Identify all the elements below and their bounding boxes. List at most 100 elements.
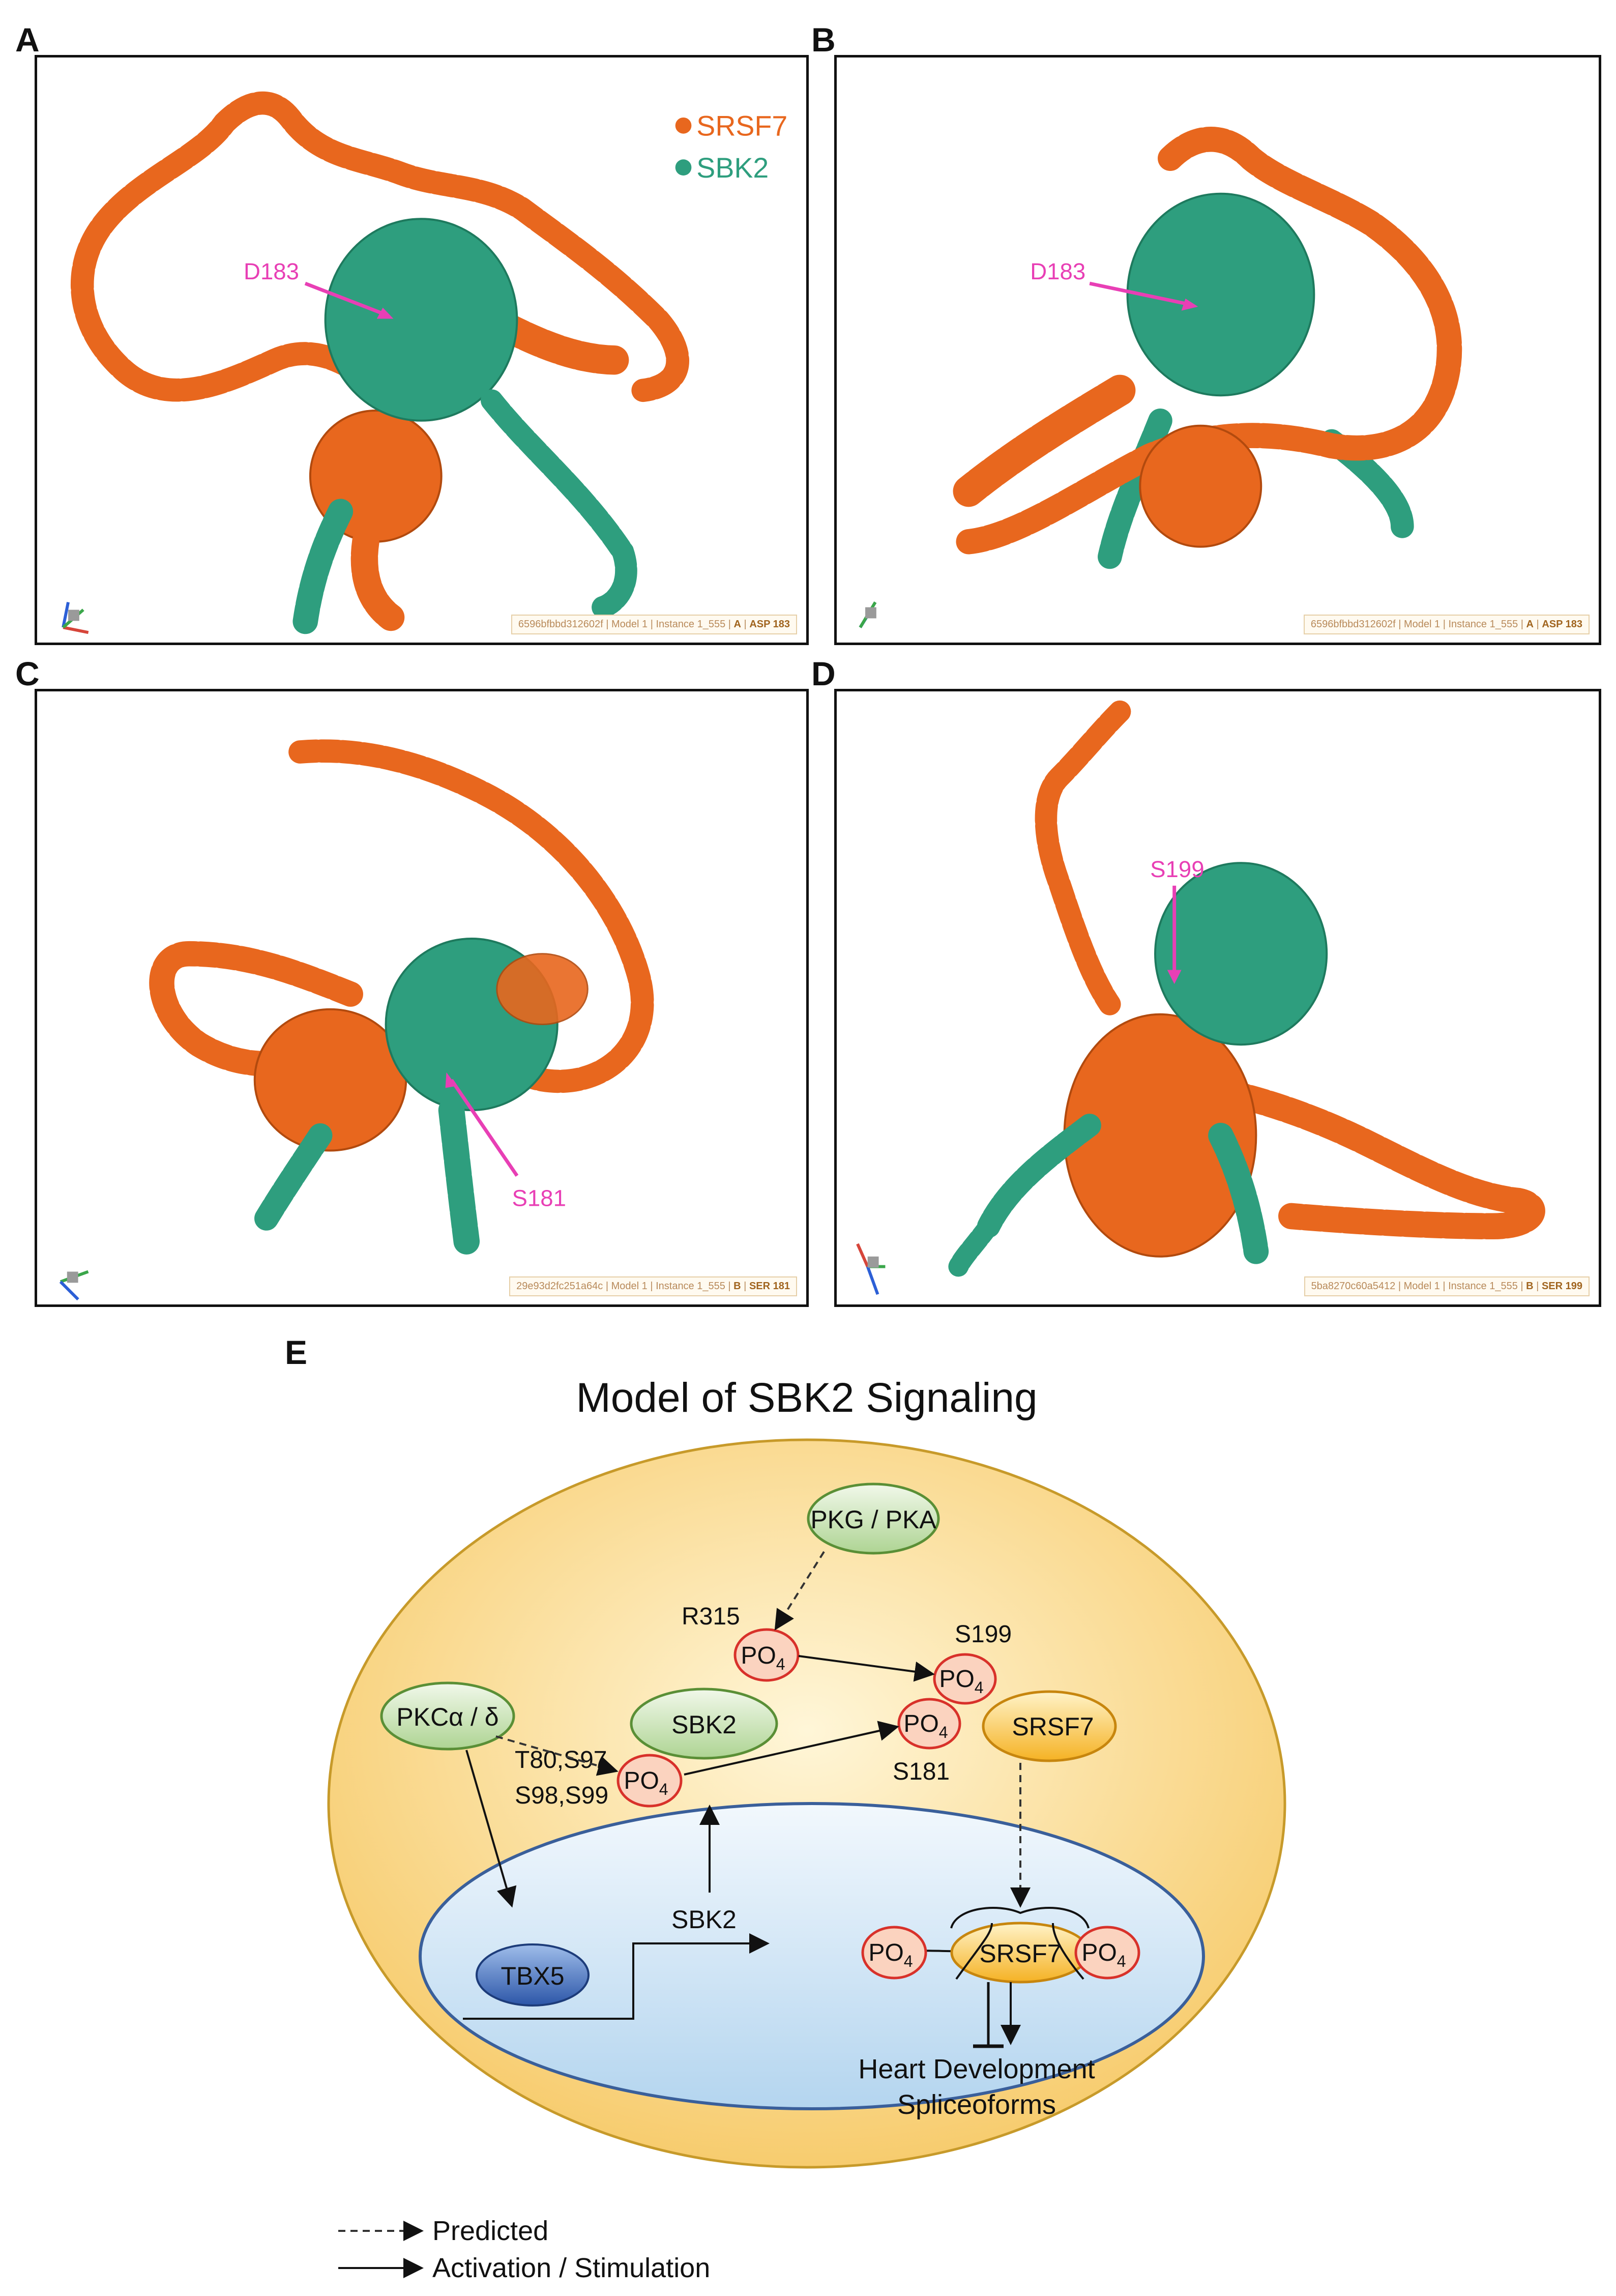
svg-text:PO4: PO4	[939, 1666, 983, 1697]
footer-instance: Instance 1_555	[656, 1281, 725, 1292]
svg-text:PO4: PO4	[624, 1767, 668, 1798]
footer-residue: ASP 183	[749, 619, 790, 630]
outcome-line1: Heart Development	[858, 2054, 1095, 2084]
pkc-label: PKCα / δ	[396, 1703, 498, 1731]
diagram-title: Model of SBK2 Signaling	[576, 1375, 1037, 1421]
activation-arrow-pkc-to-tbx5	[465, 1750, 517, 1908]
footer-residue: SER 199	[1541, 1281, 1582, 1292]
site-label-r315: R315	[682, 1603, 740, 1630]
svg-text:PO4: PO4	[741, 1642, 785, 1673]
panel-label-c: C	[15, 655, 40, 692]
footer-chain: A	[733, 619, 741, 630]
sbk2-gene-label: SBK2	[671, 1905, 737, 1934]
footer-residue: ASP 183	[1542, 619, 1582, 630]
structure-footer-tag: 29e93d2fc251a64c | Model 1 | Instance 1_…	[509, 1276, 797, 1296]
po4-sbk2-sites: PO4	[616, 1754, 683, 1808]
po4-s199: PO4	[933, 1653, 997, 1705]
footer-id: 6596bfbbd312602f	[1310, 619, 1396, 630]
sbk2-chain	[292, 218, 637, 635]
footer-chain: B	[733, 1281, 741, 1292]
footer-instance: Instance 1_555	[656, 619, 726, 630]
sbk2-chain	[948, 862, 1328, 1277]
srsf7-legend-dot	[675, 117, 692, 134]
footer-chain: B	[1526, 1281, 1534, 1292]
footer-model: Model 1	[1403, 1281, 1440, 1292]
activation-arrow-sbk2-to-s181	[684, 1721, 899, 1776]
pkg-pka-node	[807, 1483, 940, 1555]
structure-footer-tag: 6596bfbbd312602f | Model 1 | Instance 1_…	[1303, 615, 1590, 634]
footer-chain: A	[1526, 619, 1534, 630]
residue-label: D183	[244, 258, 299, 284]
sbk2-protein-node	[630, 1688, 778, 1760]
rna-loop	[950, 1907, 1090, 1980]
srsf7-chain	[1035, 700, 1545, 1258]
srsf7-cytoplasm-label: SRSF7	[1012, 1712, 1094, 1741]
residue-annotation: D183	[1030, 258, 1198, 311]
structure-panel-b: D183 6596bfbbd312602f | Model 1 | Instan…	[834, 55, 1601, 645]
panel-label-d: D	[811, 655, 836, 692]
structure-legend: SRSF7 SBK2	[675, 110, 787, 184]
residue-annotation: D183	[244, 258, 394, 319]
structure-panel-a: SRSF7 SBK2 D183 6596bfbbd312602f | Model…	[35, 55, 809, 645]
outcome-line2: Spliceoforms	[897, 2089, 1056, 2120]
footer-model: Model 1	[611, 619, 648, 630]
structure-panel-c: S181 29e93d2fc251a64c | Model 1 | Instan…	[35, 689, 809, 1307]
sbk2-legend-dot	[675, 159, 692, 176]
structure-footer-tag: 6596bfbbd312602f | Model 1 | Instance 1_…	[511, 615, 797, 634]
activation-arrow-r315-to-s199	[798, 1655, 935, 1682]
panel-label-b: B	[811, 21, 836, 59]
transcription-arrow	[463, 1933, 770, 2020]
axis-gizmo-icon	[62, 602, 89, 634]
footer-instance: Instance 1_555	[1448, 619, 1518, 630]
axis-gizmo-icon	[856, 1243, 886, 1295]
panel-label-e: E	[285, 1333, 308, 1371]
svg-text:PO4: PO4	[1081, 1939, 1126, 1970]
footer-id: 6596bfbbd312602f	[518, 619, 603, 630]
site-label-s181: S181	[893, 1758, 950, 1785]
protein-structure-c: S181	[59, 739, 654, 1301]
structure-panel-d: S199 5ba8270c60a5412 | Model 1 | Instanc…	[834, 689, 1601, 1307]
tbx5-label: TBX5	[501, 1962, 564, 1990]
footer-residue: SER 181	[749, 1281, 790, 1292]
srsf7-nucleus-label: SRSF7	[979, 1939, 1061, 1968]
srsf7-cytoplasm-node	[982, 1690, 1117, 1762]
pkg-pka-label: PKG / PKA	[810, 1505, 936, 1534]
residue-annotation: S181	[445, 1072, 567, 1211]
footer-model: Model 1	[611, 1281, 648, 1292]
sbk2-protein-label: SBK2	[671, 1710, 737, 1739]
residue-label: D183	[1030, 258, 1085, 284]
legend-activation-label: Activation / Stimulation	[432, 2253, 710, 2283]
legend-predicted-label: Predicted	[432, 2216, 548, 2246]
predicted-arrow-pkc-to-sbk2	[495, 1735, 619, 1776]
footer-instance: Instance 1_555	[1448, 1281, 1518, 1292]
diagram-legend: Predicted Activation / Stimulation	[338, 2216, 710, 2283]
axis-gizmo-icon	[59, 1270, 89, 1301]
panel-label-a: A	[15, 21, 40, 59]
site-label-t80-s97: T80,S97	[515, 1747, 607, 1774]
residue-annotation: S199	[1150, 856, 1204, 984]
tbx5-node	[476, 1943, 590, 2007]
site-label-s98-s99: S98,S99	[515, 1782, 608, 1809]
po4-s181: PO4	[897, 1698, 961, 1750]
footer-id: 29e93d2fc251a64c	[516, 1281, 603, 1292]
predicted-arrow-pkg-to-r315	[774, 1551, 825, 1631]
svg-text:PO4: PO4	[903, 1710, 948, 1741]
structure-footer-tag: 5ba8270c60a5412 | Model 1 | Instance 1_5…	[1304, 1276, 1590, 1296]
protein-structure-b: D183	[859, 127, 1462, 628]
protein-structure-a: SRSF7 SBK2 D183	[62, 91, 787, 635]
sbk2-legend-label: SBK2	[696, 152, 769, 184]
srsf7-legend-label: SRSF7	[696, 110, 787, 142]
srsf7-chain	[149, 739, 654, 1152]
po4-nuclear-right: PO4	[1074, 1926, 1140, 1980]
site-label-s199: S199	[955, 1621, 1012, 1648]
residue-label: S181	[512, 1185, 567, 1211]
srsf7-chain	[953, 127, 1462, 555]
residue-label: S199	[1150, 856, 1204, 882]
sbk2-chain	[1098, 192, 1414, 569]
footer-model: Model 1	[1403, 619, 1441, 630]
axis-gizmo-icon	[859, 601, 877, 628]
svg-text:PO4: PO4	[868, 1939, 913, 1970]
po4-nuclear-left: PO4	[861, 1926, 927, 1980]
footer-id: 5ba8270c60a5412	[1311, 1281, 1396, 1292]
signaling-model-diagram: Model of SBK2 Signaling PKG / PKA PKCα /…	[327, 1375, 1286, 2283]
